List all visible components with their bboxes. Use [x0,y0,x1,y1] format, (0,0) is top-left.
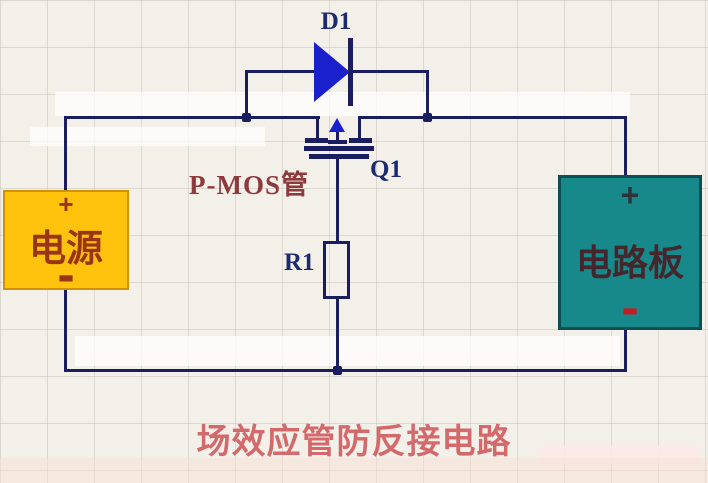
mosfet-body-arrow-stem [336,129,339,141]
power-source-box: + 电源 - [3,189,129,304]
power-plus-sign: + [58,189,74,219]
junction-dot [423,113,432,122]
circuit-board-box: + 电路板 - [558,175,702,337]
resistor-symbol [323,241,350,299]
mosfet-channel-bar [304,146,374,151]
mosfet-source-contact [305,138,328,143]
diode-symbol [314,42,350,102]
schematic-title: 场效应管防反接电路 [196,423,512,461]
artifact-patch [540,446,700,464]
background-tint [0,458,708,483]
power-source-label: 电源 [29,228,103,269]
wire-power-bottom-lead [64,289,67,372]
mosfet-gate-bar [309,154,369,159]
mosfet-ref-label: Q1 [370,156,402,183]
diode-ref-label: D1 [320,8,352,35]
mosfet-drain-contact [349,138,372,143]
mosfet-type-label: P-MOS管 [189,170,309,200]
mosfet-drain-lead [358,116,361,142]
board-minus-sign: - [621,279,639,337]
wire-power-top-lead [64,116,67,192]
wire-top-rail-right [358,116,627,119]
wire-resistor-bottom-lead [336,298,339,372]
circuit-board-label: 电路板 [575,242,684,283]
junction-dot [333,366,342,375]
junction-dot [242,113,251,122]
mosfet-body-arrow [329,118,345,132]
diode-cathode-bar [348,38,353,106]
artifact-patch [30,127,265,146]
artifact-patch [75,336,620,366]
wire-diode-cathode [351,70,429,73]
wire-board-bottom-lead [624,329,627,372]
wire-board-top-lead [624,116,627,177]
wire-top-rail-left [64,116,320,119]
wire-diode-right-drop [426,70,429,119]
wire-diode-anode [245,70,316,73]
mosfet-source-lead [316,116,319,142]
board-plus-sign: + [620,177,640,213]
wire-bottom-rail [64,369,627,372]
resistor-ref-label: R1 [284,249,315,276]
wire-diode-left-drop [245,70,248,119]
wire-gate-lead [336,157,339,242]
power-minus-sign: - [57,246,75,304]
mosfet-body-contact [328,140,347,144]
